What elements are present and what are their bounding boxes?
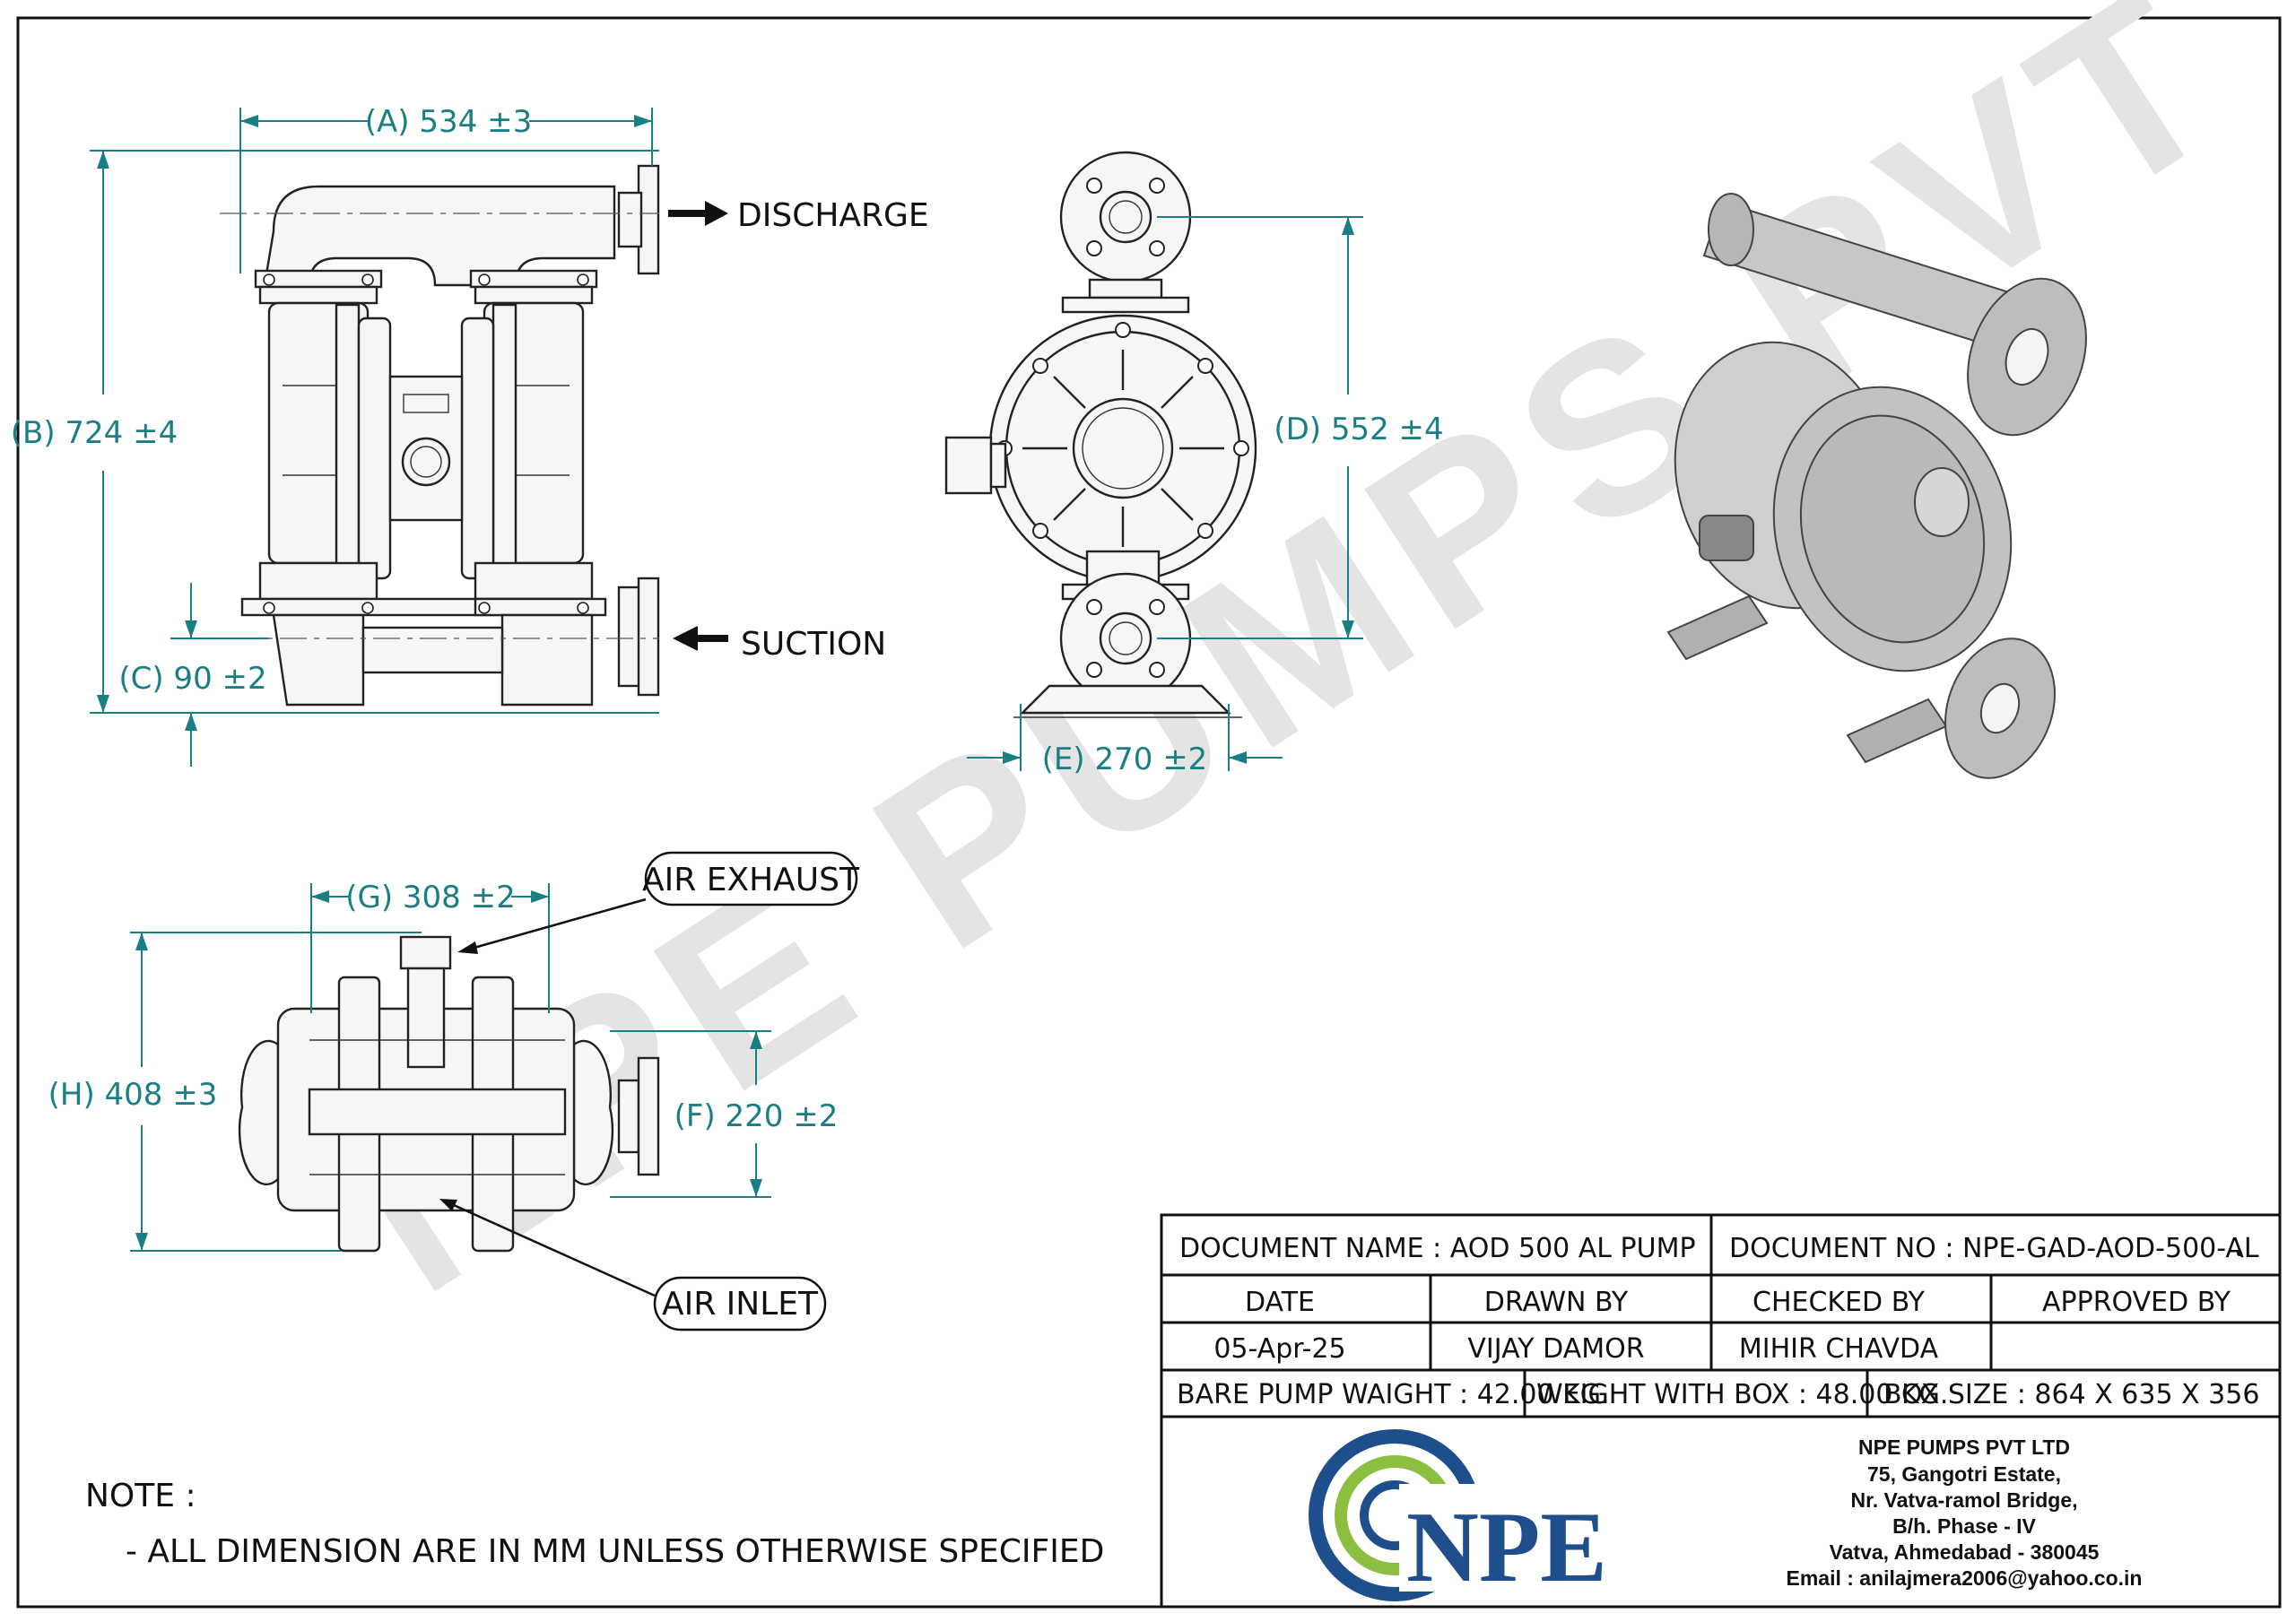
front-view-dimensions: (A) 534 ±3 (B) 724 ±4 (C) 90 ±2 (11, 104, 659, 767)
document-name: DOCUMENT NAME : AOD 500 AL PUMP (1179, 1233, 1696, 1264)
company-address-2: Nr. Vatva-ramol Bridge, (1850, 1488, 2077, 1512)
note: NOTE : - ALL DIMENSION ARE IN MM UNLESS … (85, 1478, 1104, 1570)
dimension-d: (D) 552 ±4 (1274, 412, 1443, 447)
air-exhaust-callout: AIR EXHAUST (642, 862, 860, 898)
logo-wordmark: NPE (1406, 1492, 1607, 1603)
bare-pump-weight: BARE PUMP WAIGHT : 42.00 KG. (1177, 1379, 1610, 1410)
plan-view-dimensions: (G) 308 ±2 (H) 408 ±3 (F) 220 ±2 (48, 880, 839, 1252)
company-address-3: B/h. Phase - IV (1892, 1514, 2036, 1538)
front-view (220, 164, 660, 707)
isometric-view (1666, 193, 2087, 779)
air-inlet-callout: AIR INLET (662, 1286, 819, 1323)
weight-with-box: WEIGHT WITH BOX : 48.00 KG. (1536, 1379, 1948, 1410)
drawn-by-header: DRAWN BY (1484, 1287, 1629, 1318)
side-view (944, 151, 1257, 718)
dimension-b: (B) 724 ±4 (11, 415, 178, 451)
npe-logo: NPE (1309, 1429, 1607, 1603)
company-email: Email : anilajmera2006@yahoo.co.in (1787, 1566, 2143, 1590)
date-value: 05-Apr-25 (1213, 1333, 1345, 1365)
drawn-by-value: VIJAY DAMOR (1467, 1333, 1644, 1365)
date-header: DATE (1245, 1287, 1315, 1318)
sheet-border (16, 16, 2282, 1609)
approved-by-header: APPROVED BY (2042, 1287, 2231, 1318)
discharge-label: DISCHARGE (737, 197, 929, 234)
company-address-4: Vatva, Ahmedabad - 380045 (1830, 1540, 2100, 1564)
box-size: BOX SIZE : 864 X 635 X 356 (1883, 1379, 2259, 1410)
side-view-dimensions: (D) 552 ±4 (E) 270 ±2 (967, 216, 1444, 777)
dimension-a: (A) 534 ±3 (365, 104, 532, 140)
document-number-dot (2237, 1251, 2242, 1256)
dimension-h: (H) 408 ±3 (48, 1077, 218, 1113)
note-title: NOTE : (85, 1478, 196, 1514)
plan-view (238, 935, 660, 1253)
dimension-f: (F) 220 ±2 (674, 1098, 839, 1134)
callouts: AIR EXHAUST AIR INLET (439, 851, 860, 1331)
flow-labels: DISCHARGE SUCTION (668, 197, 929, 663)
document-number: DOCUMENT NO : NPE-GAD-AOD-500-AL (1729, 1233, 2259, 1264)
company-name: NPE PUMPS PVT LTD (1858, 1436, 2070, 1459)
suction-label: SUCTION (741, 626, 886, 663)
dimension-g: (G) 308 ±2 (345, 880, 516, 915)
checked-by-value: MIHIR CHAVDA (1739, 1333, 1939, 1365)
note-text: - ALL DIMENSION ARE IN MM UNLESS OTHERWI… (126, 1533, 1104, 1570)
dimension-e: (E) 270 ±2 (1042, 742, 1208, 777)
title-block: DOCUMENT NAME : AOD 500 AL PUMP DOCUMENT… (1160, 1213, 2282, 1609)
checked-by-header: CHECKED BY (1752, 1287, 1926, 1318)
dimension-c: (C) 90 ±2 (118, 661, 266, 697)
company-address-1: 75, Gangotri Estate, (1867, 1462, 2061, 1486)
